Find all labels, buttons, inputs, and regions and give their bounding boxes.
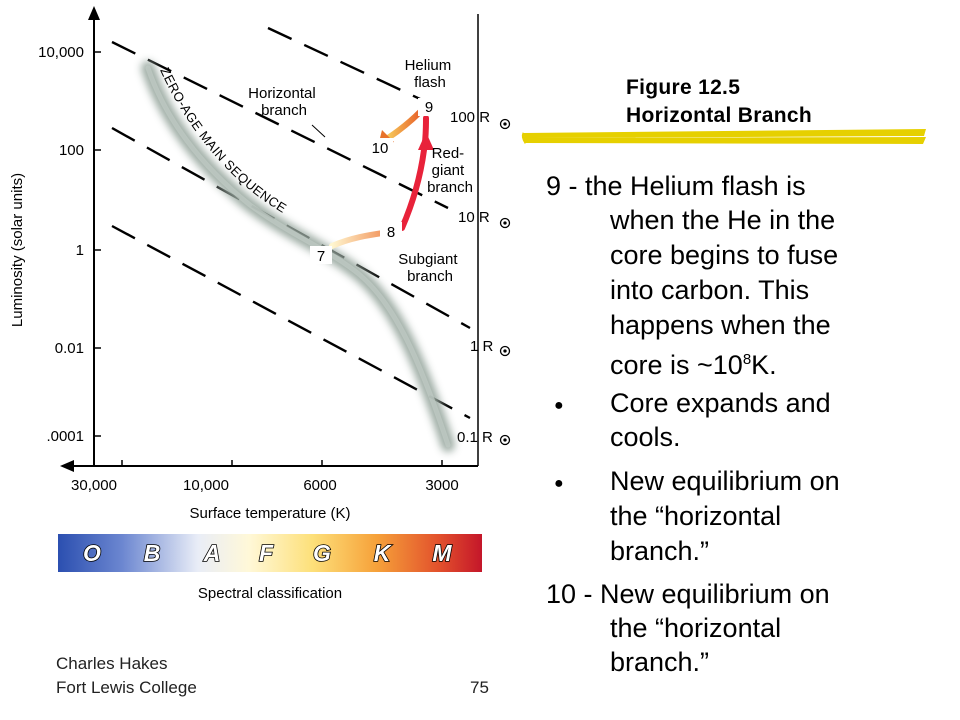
helium-flash-track	[385, 109, 423, 141]
spectral-bar: O B A F G K M	[58, 534, 482, 572]
step9-line: into carbon. This	[610, 275, 810, 305]
x-tick-label: 10,000	[183, 477, 229, 494]
bullet-dot: ●	[554, 475, 564, 492]
stage-10: 10	[372, 140, 389, 157]
step9-line: core begins to fuse	[610, 240, 839, 270]
x-tick-label: 6000	[303, 477, 336, 494]
title-underline	[521, 129, 926, 144]
y-axis	[88, 6, 100, 466]
sun-icon	[499, 434, 511, 446]
radius-label-100: 100 R	[450, 109, 490, 126]
temperature-exponent: 8	[742, 351, 752, 368]
x-tick-label: 3000	[425, 477, 458, 494]
red-giant-track	[399, 115, 429, 231]
y-tick-label: 10,000	[38, 44, 84, 61]
temperature-prefix: core is ~10	[610, 350, 743, 380]
bullet-new-equilibrium: New equilibrium on	[610, 466, 840, 496]
step9-heading: 9 - the Helium flash is	[546, 171, 806, 201]
stage-9: 9	[425, 99, 433, 116]
temperature-suffix: K.	[751, 350, 777, 380]
subgiant-branch-label: Subgiant branch	[398, 251, 461, 285]
step10-line: the “horizontal	[610, 613, 782, 643]
figure-number: Figure 12.5	[626, 76, 741, 99]
x-tick-label: 30,000	[71, 477, 117, 494]
stage-7: 7	[317, 248, 325, 265]
spectral-letter-M: M	[432, 540, 452, 566]
footer-institution: Fort Lewis College	[56, 678, 197, 697]
bullet-new-equilibrium-cont: the “horizontal	[610, 501, 782, 531]
spectral-caption: Spectral classification	[198, 585, 342, 602]
sun-symbols	[499, 118, 511, 446]
y-tick-label: 0.01	[55, 340, 84, 357]
stage-8: 8	[387, 224, 395, 241]
spectral-letter-A: A	[203, 540, 221, 566]
radius-label-10: 10 R	[458, 209, 490, 226]
step9-temperature-line: core is ~108K.	[610, 343, 777, 382]
page-number: 75	[470, 678, 489, 697]
hr-diagram: 10,000 100 1 0.01 .0001 30,000 10,000 60…	[9, 6, 511, 602]
red-giant-branch-label: Red- giant branch	[427, 145, 473, 196]
spectral-letter-O: O	[83, 540, 101, 566]
y-tick-label: 100	[59, 142, 84, 159]
spectral-letter-K: K	[374, 540, 392, 566]
sun-icon	[499, 345, 511, 357]
bullet-core-expands-cont: cools.	[610, 422, 681, 452]
step10-heading: 10 - New equilibrium on	[546, 579, 830, 609]
y-tick-label: .0001	[46, 428, 84, 445]
y-axis-label: Luminosity (solar units)	[9, 173, 26, 327]
helium-flash-label: Helium flash	[405, 57, 456, 91]
radius-label-01: 0.1 R	[457, 429, 493, 446]
bullet-core-expands: Core expands and	[610, 388, 831, 418]
spectral-letter-F: F	[259, 540, 274, 566]
horizontal-branch-label: Horizontal branch	[248, 85, 320, 119]
spectral-letter-G: G	[313, 540, 331, 566]
radius-labels: 100 R 10 R 1 R 0.1 R	[450, 109, 494, 446]
bullet-dot: ●	[554, 397, 564, 414]
step9-line: when the He in the	[610, 205, 836, 235]
y-tick-label: 1	[76, 242, 84, 259]
radius-label-1: 1 R	[470, 338, 494, 355]
sun-icon	[499, 118, 511, 130]
figure-title: Horizontal Branch	[626, 104, 812, 127]
step10-line: branch.”	[610, 647, 710, 677]
x-axis-label: Surface temperature (K)	[190, 505, 351, 522]
x-ticks: 30,000 10,000 6000 3000	[71, 460, 459, 494]
sun-icon	[499, 217, 511, 229]
x-axis	[60, 460, 478, 472]
bullet-new-equilibrium-cont: branch.”	[610, 536, 710, 566]
footer-author: Charles Hakes	[56, 654, 168, 673]
step9-line: happens when the	[610, 310, 831, 340]
y-ticks: 10,000 100 1 0.01 .0001	[38, 44, 101, 445]
spectral-letter-B: B	[144, 540, 161, 566]
